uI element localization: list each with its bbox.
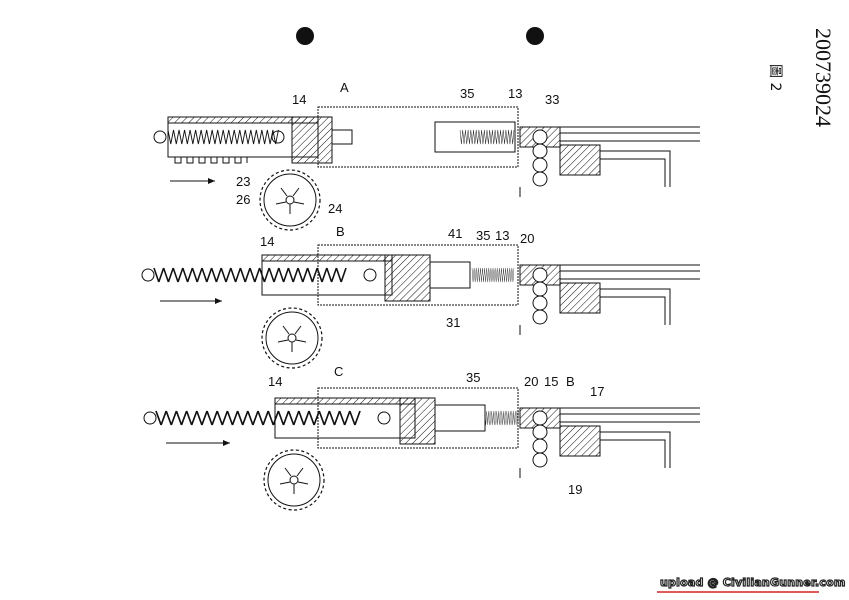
ref-label: 23 <box>236 174 250 189</box>
view-title: A <box>340 80 349 95</box>
ref-label: 26 <box>236 192 250 207</box>
ref-label: 20 <box>520 231 534 246</box>
ref-label: 14 <box>292 92 306 107</box>
view-title: C <box>334 364 343 379</box>
registration-dot <box>296 27 314 45</box>
view-b: B 14 41 35 13 20 31 <box>141 224 701 369</box>
ref-label: 13 <box>495 228 509 243</box>
ref-label: 20 <box>524 374 538 389</box>
ref-label: 41 <box>448 226 462 241</box>
ref-label: 13 <box>508 86 522 101</box>
view-c: C 14 35 20 15 B 17 19 <box>143 364 701 511</box>
ref-label: 24 <box>328 201 342 216</box>
ref-label: 33 <box>545 92 559 107</box>
registration-dot <box>526 27 544 45</box>
view-a: A 14 35 13 33 23 26 24 <box>153 80 701 231</box>
ref-label: B <box>566 374 575 389</box>
ref-label: 15 <box>544 374 558 389</box>
ref-label: 31 <box>446 315 460 330</box>
ref-label: 14 <box>268 374 282 389</box>
watermark: upload @ CivilianGunner.com <box>659 575 846 589</box>
watermark-underline <box>657 591 819 593</box>
ref-label: 17 <box>590 384 604 399</box>
ref-label: 35 <box>466 370 480 385</box>
ref-label: 35 <box>476 228 490 243</box>
ref-label: 19 <box>568 482 582 497</box>
ref-label: 35 <box>460 86 474 101</box>
ref-label: 14 <box>260 234 274 249</box>
view-title: B <box>336 224 345 239</box>
